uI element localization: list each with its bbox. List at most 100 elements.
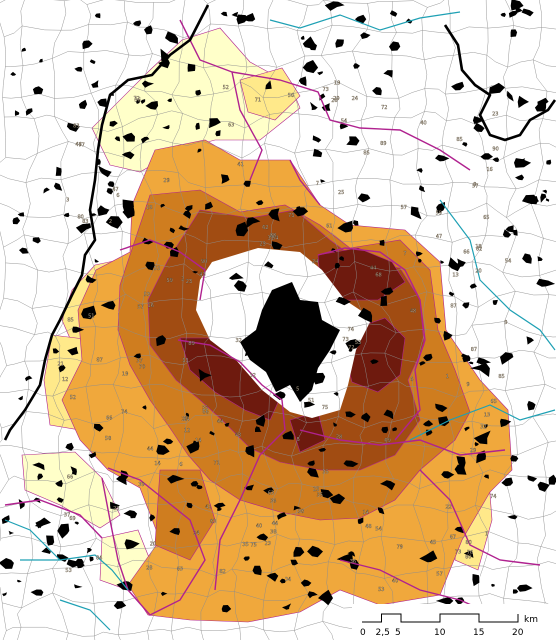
- built-up-blob: [255, 426, 262, 432]
- built-up-blob: [307, 467, 319, 478]
- built-up-blob: [243, 180, 251, 187]
- commune-number-label: 28: [336, 435, 342, 441]
- built-up-blob: [141, 80, 154, 88]
- commune-number-label: 35: [322, 469, 328, 475]
- built-up-blob: [357, 517, 364, 524]
- built-up-blob: [0, 558, 14, 569]
- built-up-blob: [380, 287, 394, 295]
- built-up-blob: [435, 403, 448, 413]
- built-up-blob: [469, 283, 477, 289]
- scale-bar-background: [352, 604, 556, 640]
- built-up-blob: [18, 395, 23, 401]
- built-up-blob: [133, 20, 142, 27]
- built-up-blob: [197, 148, 202, 153]
- commune-number-label: 69: [384, 438, 390, 444]
- commune-number-label: 6: [116, 193, 119, 199]
- commune-number-label: 57: [401, 205, 407, 211]
- commune-number-label: 19: [122, 371, 128, 377]
- built-up-blob: [302, 60, 319, 74]
- built-up-blob: [183, 210, 192, 219]
- built-up-blob: [472, 574, 480, 587]
- built-up-blob: [221, 174, 230, 184]
- built-up-blob: [133, 353, 141, 359]
- commune-number-label: 85: [456, 137, 462, 143]
- built-up-blob: [66, 122, 80, 132]
- built-up-blob: [265, 80, 272, 90]
- built-up-blob: [484, 424, 488, 428]
- built-up-blob: [355, 14, 367, 25]
- built-up-blob: [235, 221, 249, 237]
- built-up-blob: [298, 76, 307, 87]
- district-line-3: [119, 239, 206, 301]
- built-up-blob: [1, 515, 10, 524]
- built-up-blob: [339, 123, 349, 130]
- built-up-blob: [94, 258, 99, 263]
- commune-number-label: 32: [236, 338, 242, 344]
- built-up-blob: [224, 422, 230, 427]
- commune-number-label: 57: [472, 184, 478, 190]
- built-up-blob: [527, 475, 538, 482]
- built-up-blob: [58, 365, 66, 373]
- built-up-blob: [277, 512, 287, 520]
- commune-number-label: 89: [380, 141, 386, 147]
- built-up-blob: [266, 572, 279, 582]
- commune-number-label: 25: [313, 487, 319, 493]
- built-up-blob: [377, 507, 385, 515]
- commune-number-label: 62: [262, 225, 268, 231]
- built-up-blob: [500, 418, 512, 428]
- built-up-blob: [167, 98, 172, 102]
- built-up-blob: [372, 87, 382, 96]
- built-up-blob: [144, 25, 153, 35]
- district-line-1: [179, 19, 263, 181]
- commune-number-label: 31: [268, 235, 274, 241]
- commune-number-label: 24: [193, 531, 199, 537]
- built-up-blob: [169, 528, 180, 535]
- built-up-blob: [217, 507, 222, 511]
- commune-number-label: 66: [67, 475, 73, 481]
- commune-number-label: 61: [326, 224, 332, 230]
- built-up-blob: [502, 229, 512, 238]
- built-up-blob: [339, 256, 344, 261]
- commune-number-label: 41: [205, 505, 211, 511]
- city-built-up-area: [240, 282, 340, 402]
- commune-number-label: 56: [288, 93, 294, 99]
- built-up-blob: [334, 262, 341, 269]
- commune-number-label: 65: [483, 215, 489, 221]
- built-up-blob: [215, 130, 221, 137]
- built-up-blob: [505, 225, 515, 233]
- commune-number-label: 47: [112, 187, 118, 193]
- built-up-blob: [124, 539, 140, 550]
- commune-number-label: 33: [182, 358, 188, 364]
- built-up-blob: [526, 336, 534, 345]
- commune-number-label: 87: [450, 304, 456, 310]
- built-up-blob: [312, 135, 322, 143]
- built-up-blob: [480, 153, 493, 160]
- built-up-blob: [25, 375, 33, 382]
- commune-number-label: 63: [177, 566, 183, 572]
- commune-number-label: 32: [480, 425, 486, 431]
- built-up-blob: [456, 456, 466, 468]
- commune-number-label: 3: [66, 198, 69, 204]
- built-up-blob: [98, 165, 112, 178]
- built-up-blob: [39, 58, 43, 63]
- built-up-blob: [353, 220, 359, 226]
- built-up-blob: [507, 515, 518, 520]
- built-up-blob: [389, 41, 401, 51]
- commune-number-label: 14: [363, 510, 369, 516]
- commune-number-label: 13: [452, 272, 458, 278]
- built-up-blob: [123, 510, 138, 519]
- commune-number-label: 18: [146, 205, 152, 211]
- built-up-blob: [546, 159, 552, 165]
- commune-number-label: 67: [450, 535, 456, 541]
- commune-number-label: 83: [73, 123, 79, 129]
- district-line-11: [289, 159, 321, 206]
- built-up-blob: [548, 474, 556, 485]
- commune-number-label: 63: [268, 490, 274, 496]
- built-up-blob: [345, 411, 356, 418]
- built-up-blob: [53, 182, 63, 191]
- built-up-blob: [122, 132, 135, 142]
- commune-number-label: 63: [228, 123, 234, 129]
- built-up-blob: [441, 471, 455, 479]
- built-up-blob: [470, 362, 490, 377]
- built-up-blob: [233, 280, 247, 292]
